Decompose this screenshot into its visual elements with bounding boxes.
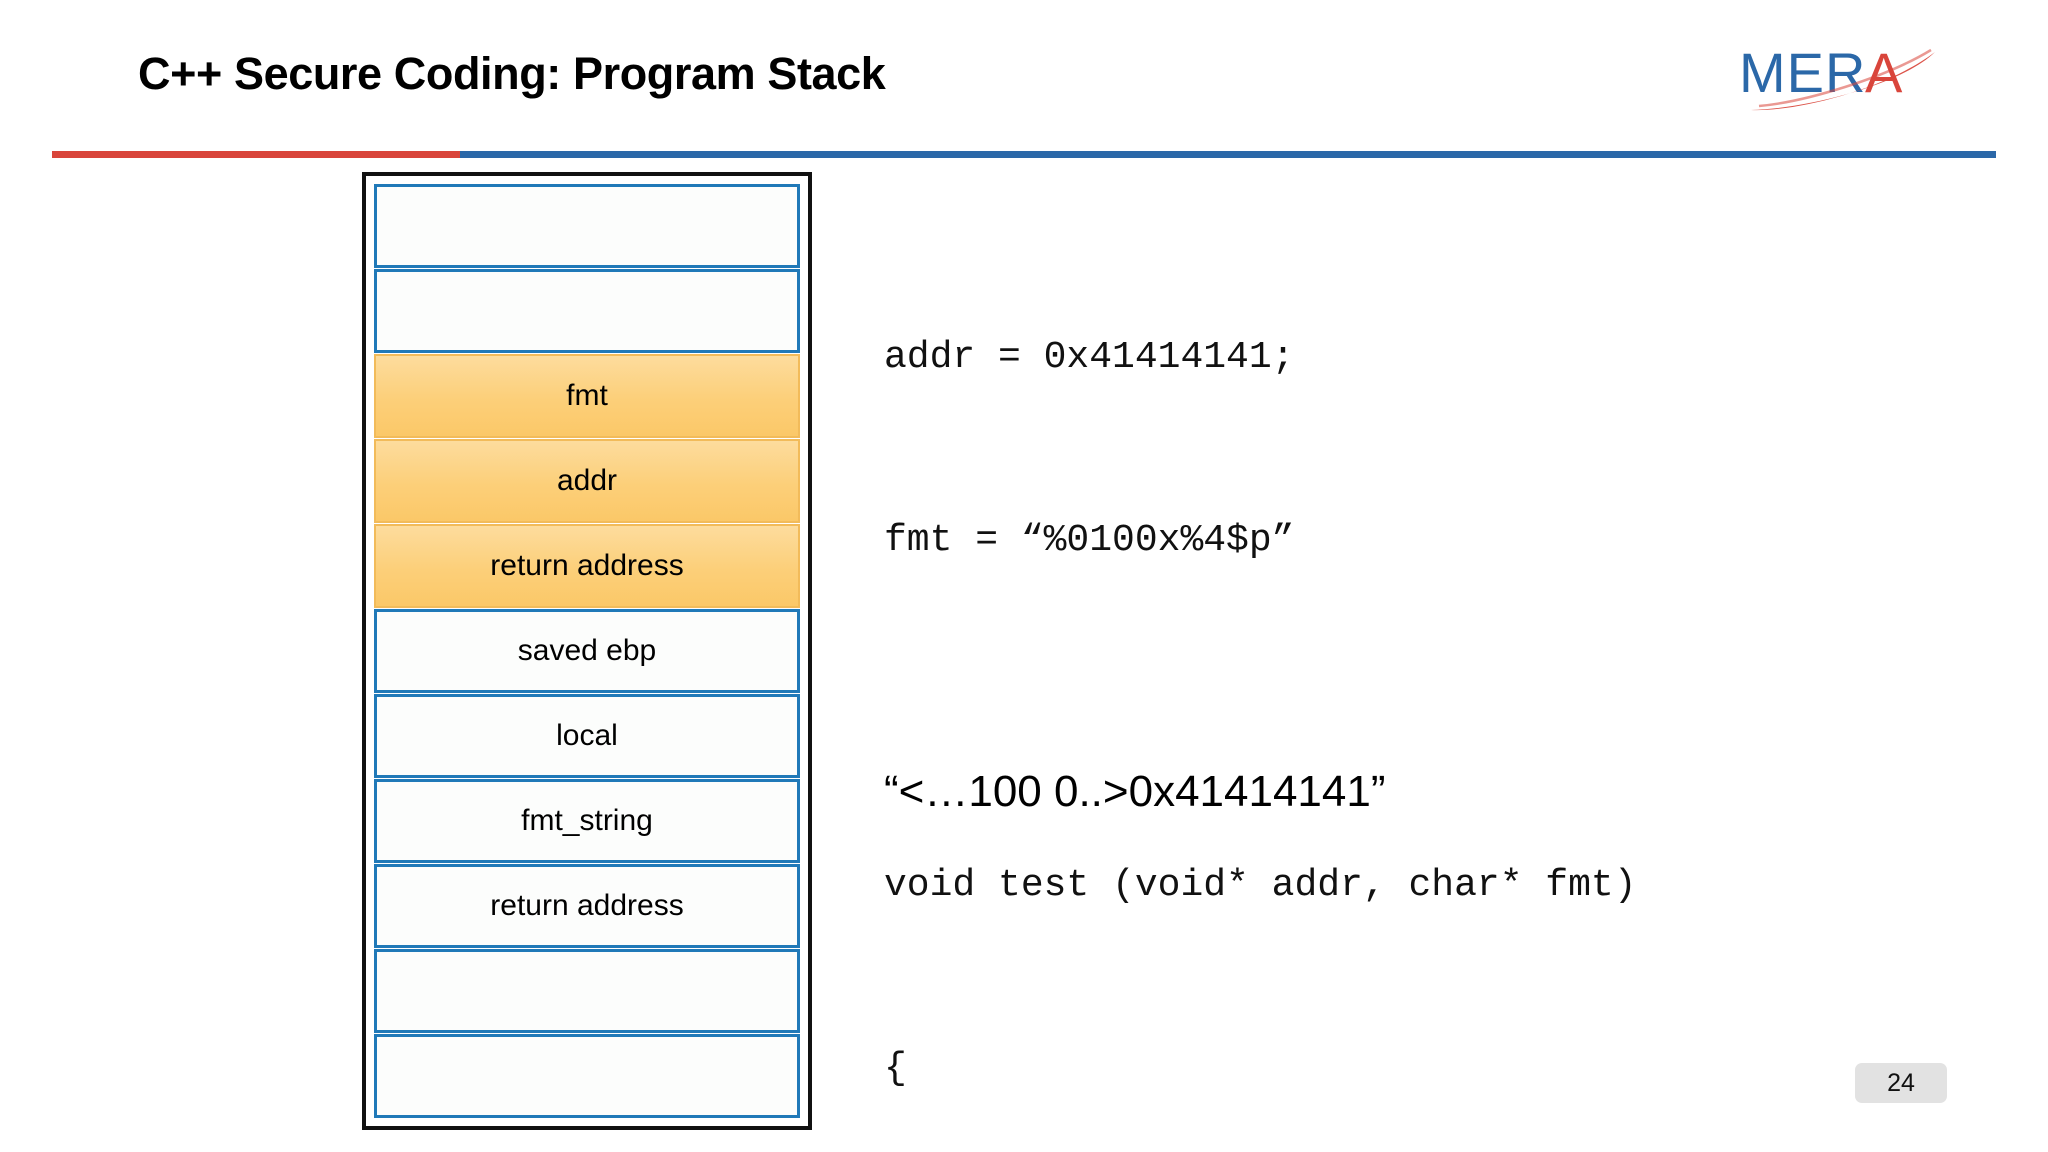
stack-cell-fmt: fmt bbox=[374, 354, 800, 438]
code-line: addr = 0x41414141; bbox=[884, 336, 1295, 379]
stack-cell-label: fmt bbox=[566, 379, 608, 412]
stack-cell bbox=[374, 184, 800, 268]
code-line-blank bbox=[884, 693, 1637, 733]
stack-cell-return-address-caller: return address bbox=[374, 524, 800, 608]
stack-cell-label: fmt_string bbox=[521, 804, 653, 837]
stack-cell-saved-ebp: saved ebp bbox=[374, 609, 800, 693]
svg-text:MER: MER bbox=[1739, 41, 1866, 104]
stack-cell-label: addr bbox=[556, 464, 618, 497]
code-line: { bbox=[884, 1047, 907, 1090]
stack-cell-addr: addr bbox=[374, 439, 800, 523]
mera-logo: MER A bbox=[1735, 30, 1960, 118]
code-line: void test (void* addr, char* fmt) bbox=[884, 864, 1637, 907]
stack-cell-label: saved ebp bbox=[517, 634, 657, 667]
stack-cell-label: local bbox=[556, 719, 618, 752]
divider-segment-blue bbox=[460, 151, 1996, 158]
mera-logo-icon: MER A bbox=[1739, 41, 1935, 111]
stack-cell bbox=[374, 949, 800, 1033]
code-line: fmt = “%0100x%4$p” bbox=[884, 519, 1295, 562]
stack-cell bbox=[374, 269, 800, 353]
page-number-label: 24 bbox=[1887, 1068, 1915, 1097]
code-listing: addr = 0x41414141; fmt = “%0100x%4$p” vo… bbox=[884, 205, 1637, 1152]
stack-cell-local: local bbox=[374, 694, 800, 778]
stack-cell bbox=[374, 1034, 800, 1118]
page-number-badge: 24 bbox=[1855, 1063, 1947, 1103]
stack-cell-label: return address bbox=[490, 549, 684, 582]
stack-cell-return-address: return address bbox=[374, 864, 800, 948]
program-stack-diagram: fmt addr return address saved ebp local … bbox=[362, 172, 812, 1130]
page-title: C++ Secure Coding: Program Stack bbox=[138, 48, 886, 99]
output-string: “<…100 0..>0x41414141” bbox=[884, 767, 1386, 816]
stack-cell-label: return address bbox=[490, 889, 684, 922]
header-divider bbox=[52, 151, 1996, 158]
divider-segment-red bbox=[52, 151, 460, 158]
stack-cell-fmt-string: fmt_string bbox=[374, 779, 800, 863]
